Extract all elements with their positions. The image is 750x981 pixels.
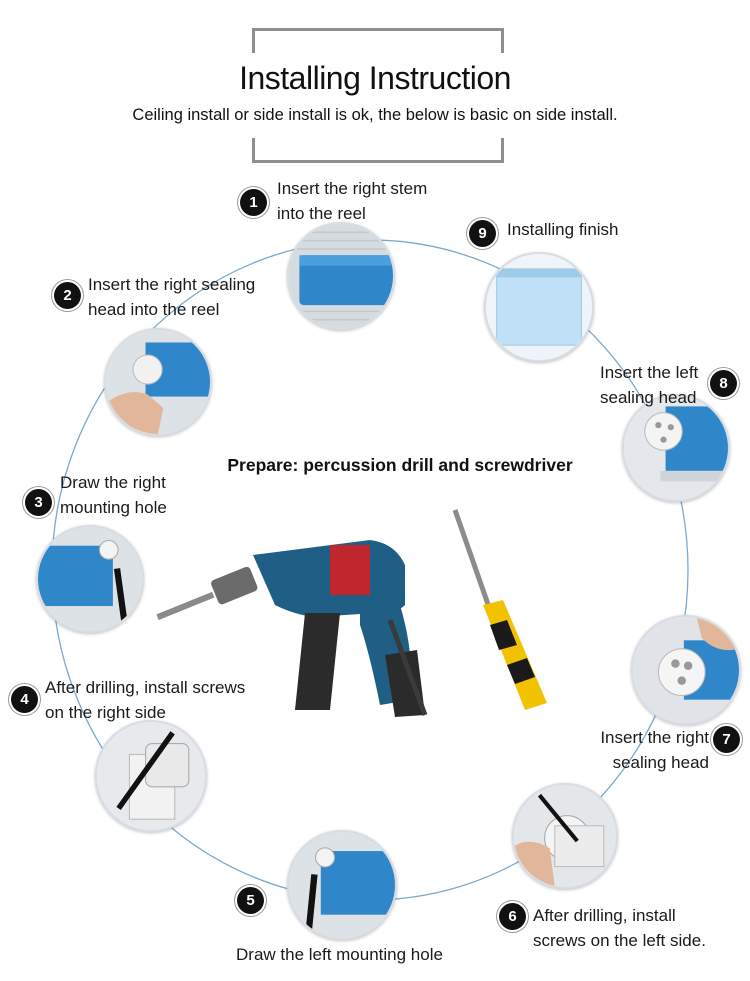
step-8-photo xyxy=(622,394,730,502)
step-7-badge: 7 xyxy=(713,726,740,753)
drill-and-screwdriver-illustration xyxy=(156,509,547,717)
step-4-badge: 4 xyxy=(11,686,38,713)
step-6-badge: 6 xyxy=(499,903,526,930)
step-9-badge: 9 xyxy=(469,220,496,247)
step-8-badge: 8 xyxy=(710,370,737,397)
step-2-photo xyxy=(104,328,212,436)
page-subtitle: Ceiling install or side install is ok, t… xyxy=(132,106,618,124)
step-9-photo xyxy=(484,252,594,362)
step-7-photo xyxy=(631,615,741,725)
step-5-text: Draw the left mounting hole xyxy=(236,945,443,964)
step-3-badge: 3 xyxy=(25,489,52,516)
step-1-photo xyxy=(287,222,395,330)
screwdriver-icon xyxy=(452,509,547,710)
prepare-caption: Prepare: percussion drill and screwdrive… xyxy=(227,455,573,475)
step-3-photo xyxy=(36,525,144,633)
title-frame-bottom xyxy=(252,138,504,163)
page-title: Installing Instruction xyxy=(239,60,511,96)
step-6-photo xyxy=(512,783,618,889)
title-frame-top xyxy=(252,28,504,53)
step-4-photo xyxy=(95,720,207,832)
step-2-badge: 2 xyxy=(54,282,81,309)
percussion-drill-icon xyxy=(156,540,428,717)
step-9-text: Installing finish xyxy=(507,220,619,239)
step-5-photo xyxy=(287,830,397,940)
step-1-badge: 1 xyxy=(240,189,267,216)
step-5-badge: 5 xyxy=(237,887,264,914)
